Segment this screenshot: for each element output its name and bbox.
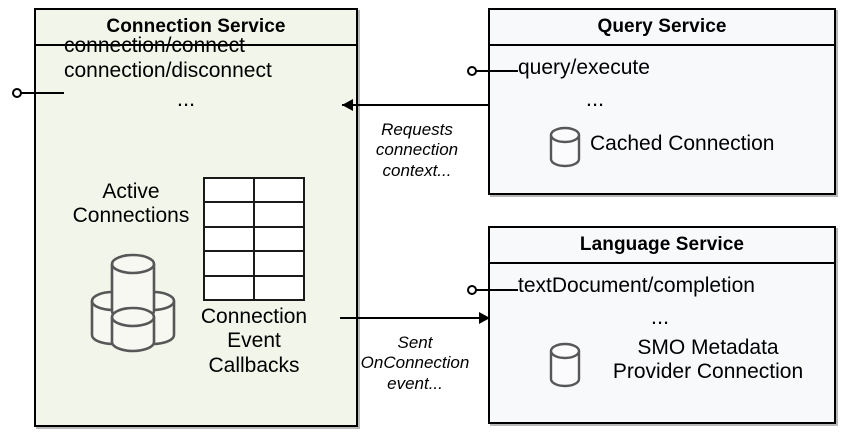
- connection-service-provided-interface[interactable]: [12, 83, 64, 103]
- query-service-operations: query/execute: [518, 56, 650, 81]
- query-service-header: Query Service: [490, 10, 834, 46]
- operation-textdocument-completion[interactable]: textDocument/completion: [518, 274, 755, 297]
- edge-label-line1: Requests: [381, 120, 453, 139]
- component-language-service[interactable]: Language Service textDocument/completion…: [488, 226, 836, 424]
- table-cell[interactable]: [203, 225, 255, 253]
- active-connections-label-line1: Active: [102, 180, 160, 203]
- table-row[interactable]: [203, 250, 305, 277]
- multi-database-cylinders-icon: [90, 253, 176, 353]
- connection-event-callbacks-label: Connection Event Callbacks: [181, 305, 327, 378]
- table-cell[interactable]: [253, 201, 305, 228]
- callbacks-label-line1: Connection: [200, 305, 308, 328]
- database-cylinder-icon: [549, 342, 581, 388]
- connection-service-operations: connection/connect connection/disconnect: [64, 34, 272, 84]
- table-row[interactable]: [203, 225, 305, 253]
- query-service-operations-more: ...: [585, 86, 605, 111]
- connection-service-header: Connection Service: [36, 10, 356, 46]
- connection-event-callbacks-table[interactable]: [203, 176, 305, 302]
- edge-query-to-connection[interactable]: [342, 98, 490, 112]
- connection-service-title: Connection Service: [106, 16, 286, 37]
- database-cylinder-icon: [549, 126, 581, 168]
- edge-label-line3: event...: [387, 373, 443, 393]
- interface-ball-icon[interactable]: [12, 88, 22, 98]
- interface-ball-icon[interactable]: [467, 66, 477, 76]
- interface-stem: [21, 92, 64, 94]
- interface-stem: [476, 289, 518, 291]
- table-row[interactable]: [203, 176, 305, 204]
- resource-label-line1: SMO Metadata: [637, 336, 779, 359]
- callbacks-label-line3: Callbacks: [208, 353, 300, 377]
- table-cell[interactable]: [203, 250, 255, 277]
- edge-label-sent-onconnection-event: Sent OnConnection event...: [345, 333, 485, 394]
- resource-label-line2: Provider Connection: [612, 360, 804, 384]
- edge-label-line2: connection: [375, 140, 459, 160]
- operation-query-execute[interactable]: query/execute: [518, 56, 650, 79]
- table-row[interactable]: [203, 274, 305, 302]
- cached-connection-label: Cached Connection: [590, 132, 775, 155]
- table-cell[interactable]: [203, 201, 255, 228]
- table-cell[interactable]: [253, 250, 305, 277]
- language-service-operations: textDocument/completion: [518, 274, 755, 299]
- interface-ball-icon[interactable]: [467, 285, 477, 295]
- table-cell[interactable]: [253, 176, 305, 204]
- language-service-provided-interface[interactable]: [467, 280, 518, 300]
- edge-label-line3: context...: [382, 160, 452, 180]
- operation-connection-disconnect[interactable]: connection/disconnect: [64, 58, 272, 82]
- arrowhead-right-icon: [479, 312, 490, 324]
- edge-label-line1: Sent: [397, 333, 433, 352]
- table-row[interactable]: [203, 201, 305, 228]
- query-service-provided-interface[interactable]: [467, 61, 518, 81]
- active-connections-label-line2: Connections: [72, 204, 190, 228]
- table-cell[interactable]: [203, 176, 255, 204]
- table-cell[interactable]: [253, 274, 305, 302]
- active-connections-label: Active Connections: [46, 180, 216, 229]
- table-cell[interactable]: [253, 225, 305, 253]
- operation-connection-connect[interactable]: connection/connect: [64, 34, 245, 57]
- component-connection-service[interactable]: Connection Service connection/connect co…: [34, 8, 358, 427]
- language-service-operations-more: ...: [650, 304, 670, 329]
- edge-shaft: [340, 317, 490, 319]
- language-service-header: Language Service: [490, 228, 834, 264]
- callbacks-table-body: [203, 176, 305, 302]
- arrowhead-left-icon: [342, 99, 353, 111]
- table-cell[interactable]: [203, 274, 255, 302]
- component-query-service[interactable]: Query Service query/execute ... Cached C…: [488, 8, 836, 195]
- connection-service-operations-more: ...: [176, 86, 196, 111]
- interface-stem: [476, 70, 518, 72]
- language-service-title: Language Service: [579, 234, 745, 255]
- callbacks-label-line2: Event: [227, 329, 281, 353]
- smo-metadata-provider-connection-label: SMO Metadata Provider Connection: [588, 336, 828, 385]
- edge-connection-to-language[interactable]: [340, 311, 490, 325]
- edge-shaft: [342, 104, 490, 106]
- query-service-title: Query Service: [597, 16, 727, 37]
- edge-label-requests-connection-context: Requests connection context...: [349, 120, 485, 181]
- edge-label-line2: OnConnection: [360, 353, 470, 373]
